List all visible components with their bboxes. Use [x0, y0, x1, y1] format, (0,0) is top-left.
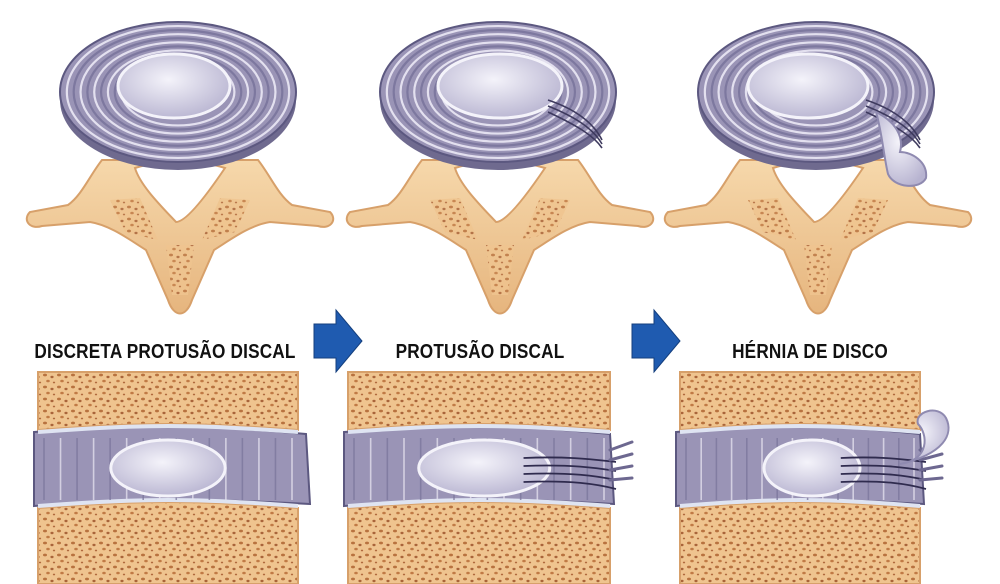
disc-side-view-3 — [675, 371, 950, 584]
vertebra-top-view-3 — [663, 21, 973, 315]
stage-label-discreet-protrusion: DISCRETA PROTUSÃO DISCAL — [34, 341, 296, 363]
disc-side-view-1 — [33, 371, 312, 584]
vertebra-top-view-1 — [25, 21, 335, 315]
disc-side-view-2 — [343, 371, 634, 584]
vertebra-top-view-2 — [345, 21, 655, 315]
stage-label-protrusion: PROTUSÃO DISCAL — [395, 341, 565, 363]
arrow-right-icon — [313, 308, 363, 374]
stage-label-herniation: HÉRNIA DE DISCO — [732, 341, 888, 363]
arrow-right-icon — [631, 308, 681, 374]
